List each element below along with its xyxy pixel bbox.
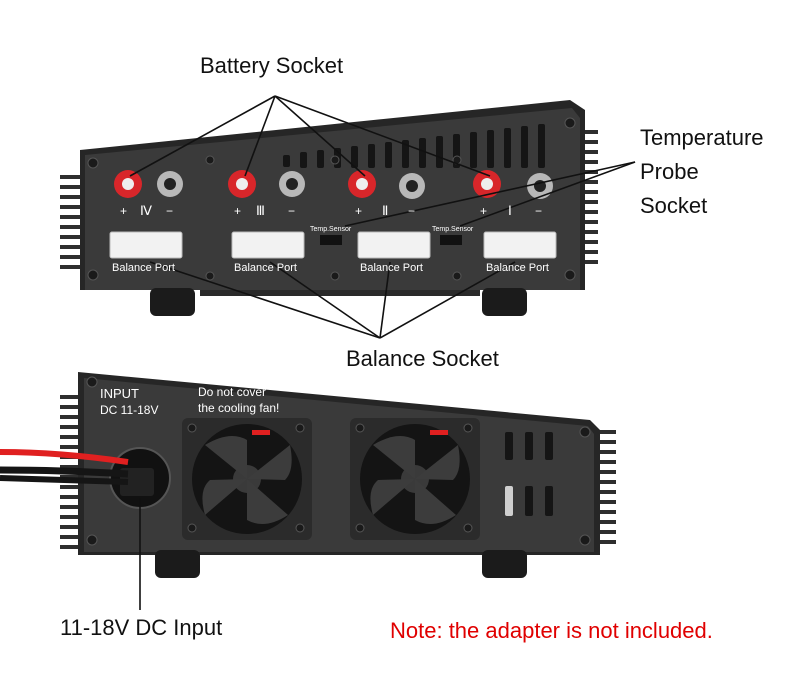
channel-3-numeral: Ⅲ (256, 203, 265, 218)
temp-sensor-label-2: Temp.Sensor (310, 226, 352, 233)
minus-label-4: − (166, 204, 173, 218)
balance-port-label-2: Balance Port (360, 262, 423, 274)
plus-label-2: + (355, 204, 362, 218)
minus-label-2: − (408, 204, 415, 218)
balance-port-label-4: Balance Port (112, 262, 175, 274)
balance-ports (109, 231, 557, 259)
channel-4-numeral: Ⅳ (140, 203, 152, 218)
fan-warning-line2: the cooling fan! (198, 401, 279, 415)
balance-port-4 (109, 231, 183, 259)
front-panel-labels: + Ⅳ − + Ⅲ − + Ⅱ − + Ⅰ − Balance Port Bal… (112, 203, 549, 274)
balance-port-1 (483, 231, 557, 259)
channel-3-sockets (228, 170, 305, 198)
plus-label-3: + (234, 204, 241, 218)
channel-4-sockets (114, 170, 183, 198)
adapter-not-included-note: Note: the adapter is not included. (390, 618, 713, 643)
minus-label-3: − (288, 204, 295, 218)
plus-label-1: + (480, 204, 487, 218)
balance-port-label-3: Balance Port (234, 262, 297, 274)
cooling-fan-right (350, 418, 480, 540)
balance-port-label-1: Balance Port (486, 262, 549, 274)
dc-input-callout: 11-18V DC Input (60, 615, 223, 640)
channel-1-numeral: Ⅰ (508, 203, 512, 218)
cooling-fan-left (182, 418, 312, 540)
back-panel-labels: INPUT DC 11-18V Do not cover the cooling… (100, 385, 279, 417)
battery-socket-callout: Battery Socket (200, 53, 344, 78)
input-label: INPUT (100, 386, 139, 401)
balance-socket-callout: Balance Socket (346, 346, 499, 371)
channel-2-sockets (348, 170, 425, 199)
channel-2-numeral: Ⅱ (382, 203, 388, 218)
balance-port-2 (357, 231, 431, 259)
charger-front-view (60, 100, 598, 316)
temperature-probe-callout-line2: Probe (640, 159, 699, 184)
temp-sensor-port-1 (440, 235, 462, 245)
input-voltage-label: DC 11-18V (100, 403, 158, 417)
temperature-probe-callout-line3: Socket (640, 193, 708, 218)
plus-label-4: + (120, 204, 127, 218)
temp-sensor-port-2 (320, 235, 342, 245)
callout-lines (129, 95, 636, 610)
temperature-probe-callout-line1: Temperature (640, 125, 764, 150)
dc-input-connector (0, 447, 171, 509)
charger-back-view (0, 372, 616, 578)
balance-port-3 (231, 231, 305, 259)
fan-warning-line1: Do not cover (198, 385, 266, 399)
temp-sensor-label-1: Temp.Sensor (432, 226, 474, 233)
channel-1-sockets (473, 170, 553, 199)
minus-label-1: − (535, 204, 542, 218)
